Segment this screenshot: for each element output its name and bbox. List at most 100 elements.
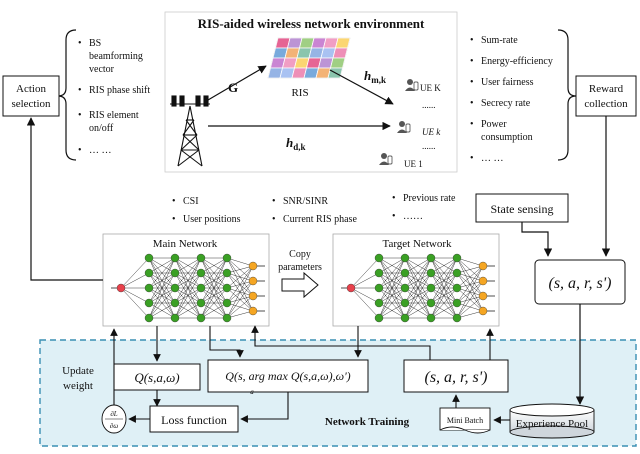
ue-dots-2: ...... [422, 141, 436, 151]
state-bullet: • [392, 211, 396, 222]
state-item: …… [403, 211, 423, 222]
output-node [248, 276, 258, 286]
network-edge [226, 295, 254, 319]
action-item: RIS phase shift [89, 85, 150, 96]
network-edge [404, 257, 432, 289]
minibatch-label: Mini Batch [447, 416, 483, 425]
loss-function-box [149, 405, 239, 433]
action-selection-label: selection [11, 98, 51, 110]
experience-pool-icon [509, 403, 595, 439]
action-selection-box [2, 75, 60, 117]
network-to-action-arrow [26, 117, 103, 281]
output-node [478, 276, 488, 286]
ue-1-label: UE 1 [404, 159, 423, 169]
state-bullet: • [272, 214, 276, 225]
g-channel-arrow [207, 65, 267, 101]
network-edge [200, 257, 228, 304]
reward-item: Sum-rate [481, 35, 518, 46]
main-network-graph [111, 253, 265, 323]
network-edge [226, 257, 254, 267]
output-node [478, 291, 488, 301]
hidden-node [196, 313, 206, 323]
reward-brace [557, 29, 577, 161]
network-edge [456, 265, 484, 304]
hidden-node [426, 268, 436, 278]
action-bullet: • [78, 145, 82, 156]
hidden-node [144, 283, 154, 293]
hidden-node [196, 253, 206, 263]
network-edge [174, 302, 202, 319]
hidden-node [144, 313, 154, 323]
network-edge [120, 272, 150, 289]
output-node [248, 261, 258, 271]
output-node [248, 291, 258, 301]
network-edge [120, 257, 150, 289]
hidden-node [400, 313, 410, 323]
state-bullet: • [172, 214, 176, 225]
network-edge [404, 287, 432, 319]
copy-parameters-label: Copy [289, 249, 311, 260]
network-edge [174, 257, 202, 304]
hidden-node [170, 283, 180, 293]
minibatch-icon [439, 407, 491, 434]
reward-item: Power [481, 119, 507, 130]
network-edge [174, 257, 202, 319]
reward-bullet: • [470, 98, 474, 109]
state-item: CSI [183, 196, 199, 207]
network-edge [226, 265, 254, 319]
network-edge [350, 287, 380, 304]
hidden-node [222, 298, 232, 308]
hidden-node [196, 298, 206, 308]
hidden-node [374, 313, 384, 323]
network-edge [350, 287, 380, 319]
state-to-transition-arrow [521, 222, 553, 257]
hidden-node [222, 268, 232, 278]
network-edge [456, 280, 484, 319]
network-edge [430, 257, 458, 274]
network-edge [200, 257, 228, 274]
input-node [116, 283, 126, 293]
hidden-node [374, 253, 384, 263]
hidden-node [374, 298, 384, 308]
user-equipment-icon [397, 121, 411, 133]
copy-arrow [281, 271, 319, 299]
action-selection-label: Action [16, 83, 46, 95]
network-edge [200, 257, 228, 289]
network-training-title: Network Training [325, 416, 410, 428]
state-bullet: • [392, 193, 396, 204]
action-item: BS [89, 38, 101, 49]
minibatch-transition-box [403, 359, 509, 393]
reward-bullet: • [470, 56, 474, 67]
network-edge [404, 257, 432, 319]
network-edge [456, 257, 484, 267]
hidden-node [196, 283, 206, 293]
gradient-denominator: ∂ω [110, 422, 118, 430]
hidden-node [426, 253, 436, 263]
hidden-node [144, 253, 154, 263]
network-edge [378, 257, 406, 304]
network-edge [456, 265, 484, 274]
user-equipment-icon [405, 79, 419, 91]
network-edge [120, 287, 150, 304]
target-q-box [207, 359, 369, 393]
state-item: Current RIS phase [283, 214, 357, 225]
network-edge [378, 257, 406, 289]
network-edge [430, 272, 458, 319]
action-item: beamforming [89, 51, 143, 62]
hidden-node [426, 283, 436, 293]
hidden-node [452, 253, 462, 263]
network-edge [226, 310, 254, 319]
hidden-node [222, 253, 232, 263]
reward-collection-label: collection [584, 98, 628, 110]
gradient-numerator: ∂L [110, 410, 117, 418]
hidden-node [400, 268, 410, 278]
reward-collection-label: Reward [589, 83, 624, 95]
action-list: • BS beamforming vector • RIS phase shif… [78, 38, 150, 156]
network-edge [378, 287, 406, 319]
network-edge [200, 272, 228, 319]
network-edge [226, 280, 254, 319]
network-edge [148, 287, 176, 319]
network-edge [430, 257, 458, 304]
ris-label: RIS [291, 87, 308, 99]
ue-k-label: UE k [422, 127, 441, 137]
